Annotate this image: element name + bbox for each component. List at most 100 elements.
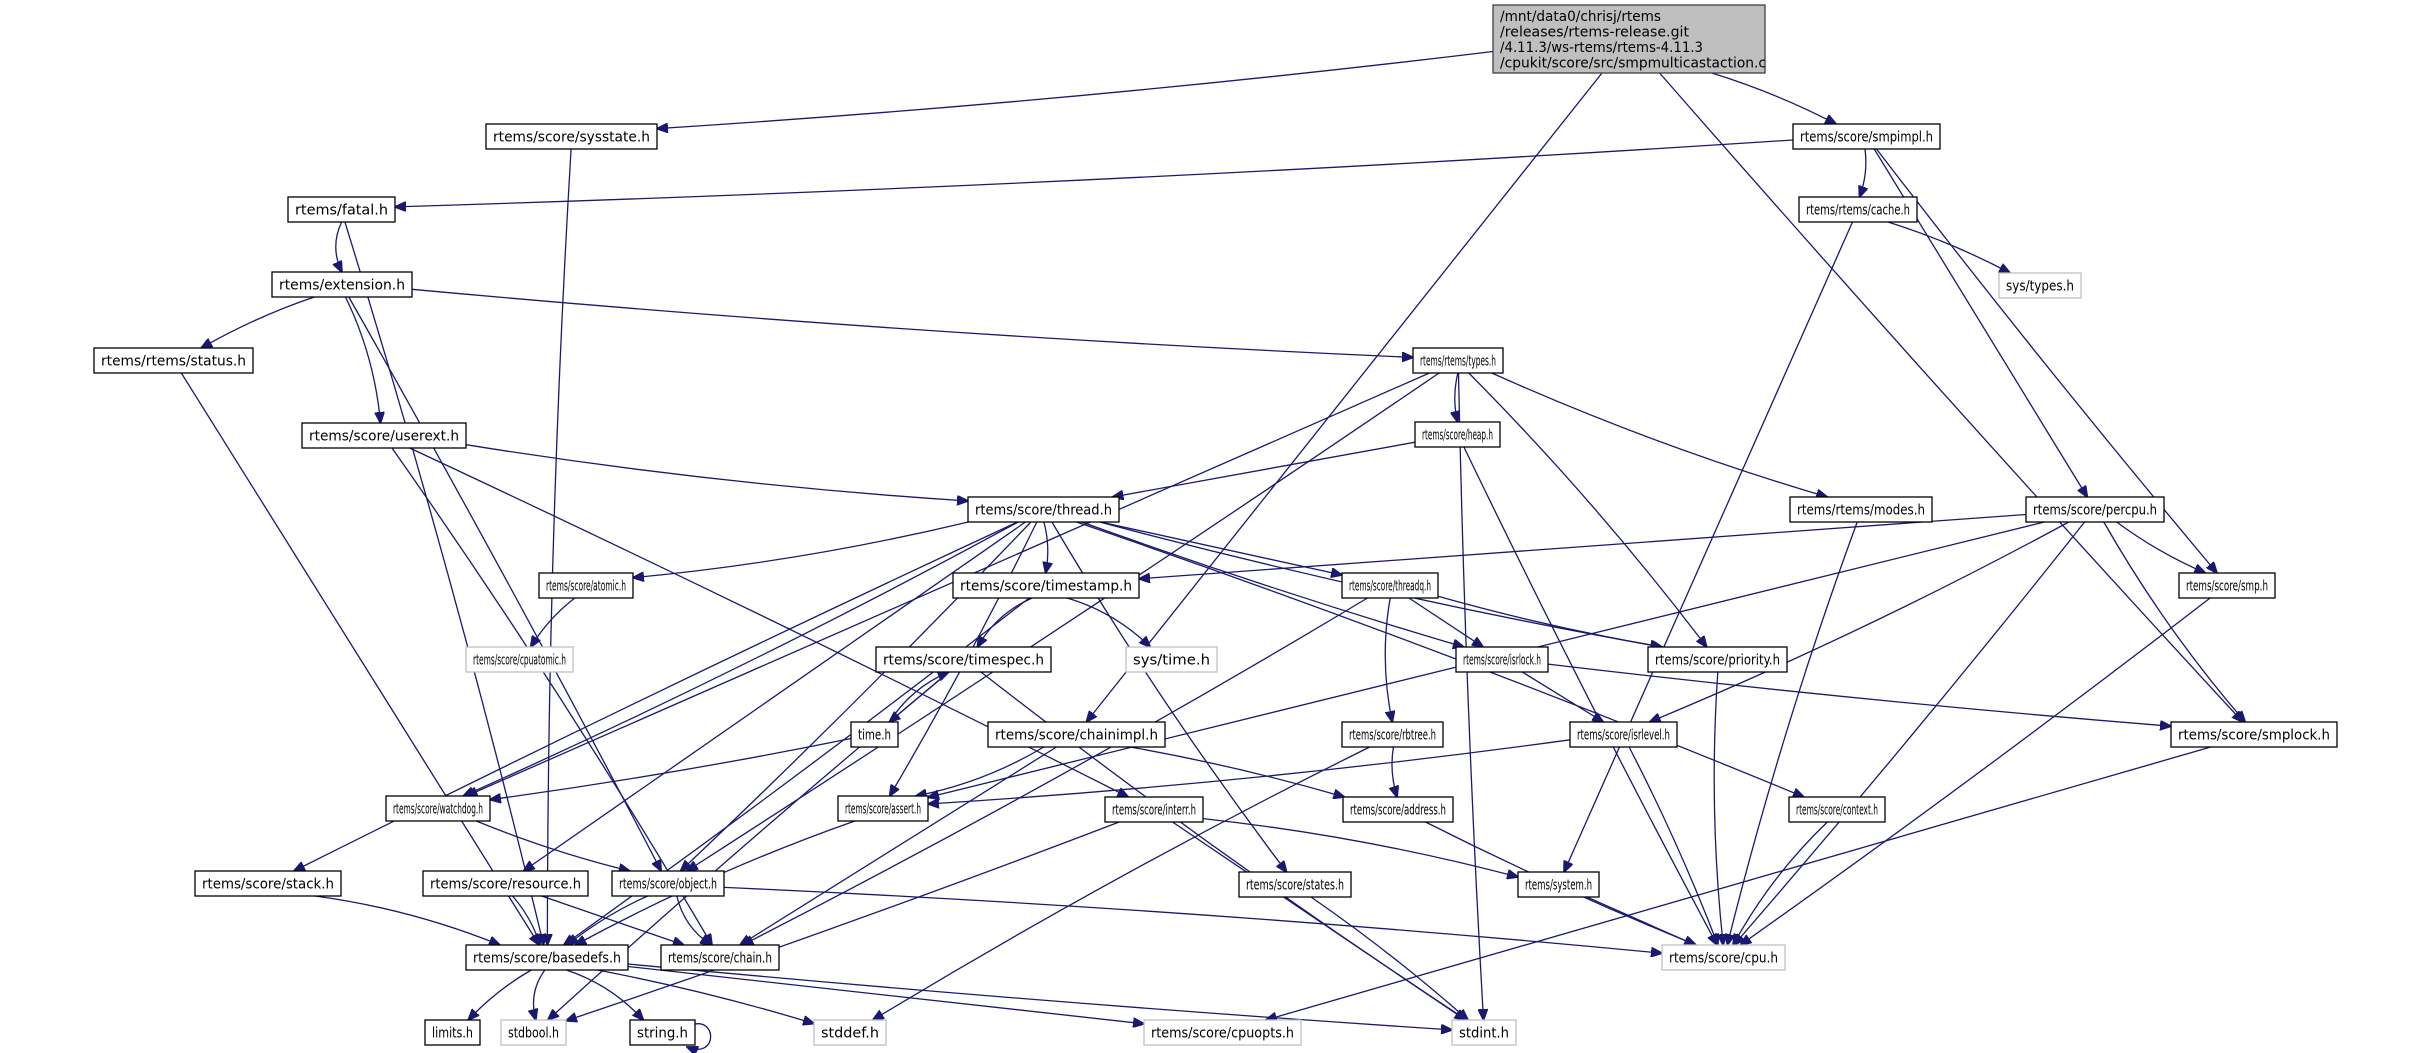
node-box[interactable] [287,196,396,223]
node-box[interactable] [1125,646,1218,673]
node-threadq[interactable]: rtems/score/threadq.h [1341,572,1439,599]
node-box[interactable] [301,422,467,449]
node-box[interactable] [967,496,1120,523]
node-types[interactable]: rtems/rtems/types.h [1412,347,1504,374]
node-box[interactable] [1792,123,1941,150]
node-box[interactable] [660,944,780,971]
node-priority[interactable]: rtems/score/priority.h [1647,646,1788,673]
node-box[interactable] [1517,871,1600,898]
node-timestamp[interactable]: rtems/score/timestamp.h [952,572,1140,599]
node-context[interactable]: rtems/score/context.h [1788,796,1886,823]
node-smp[interactable]: rtems/score/smp.h [2178,572,2276,599]
node-box[interactable] [952,572,1140,599]
node-isrlock[interactable]: rtems/score/isrlock.h [1455,646,1549,673]
node-percpu[interactable]: rtems/score/percpu.h [2025,496,2165,523]
node-box[interactable] [1788,796,1886,823]
node-timespec[interactable]: rtems/score/timespec.h [875,646,1052,673]
node-box[interactable] [422,870,589,897]
node-object[interactable]: rtems/score/object.h [611,870,725,897]
node-box[interactable] [465,944,629,971]
node-box[interactable] [1342,796,1454,823]
node-cpuopts[interactable]: rtems/score/cpuopts.h [1143,1019,1302,1046]
node-box[interactable] [538,572,634,599]
node-box[interactable] [813,1019,887,1046]
node-timeh[interactable]: time.h [850,721,899,748]
node-box[interactable] [837,795,929,822]
node-box[interactable] [629,1019,696,1046]
node-smplock[interactable]: rtems/score/smplock.h [2170,721,2338,748]
node-modes[interactable]: rtems/rtems/modes.h [1789,496,1933,523]
node-box[interactable] [611,870,725,897]
node-cache[interactable]: rtems/rtems/cache.h [1798,196,1918,223]
node-stack[interactable]: rtems/score/stack.h [194,870,342,897]
node-box[interactable] [1647,646,1788,673]
node-interr[interactable]: rtems/score/interr.h [1104,796,1204,823]
node-cpuatomic[interactable]: rtems/score/cpuatomic.h [465,646,574,673]
node-label: rtems/score/chain.h [668,951,772,967]
node-box[interactable] [385,795,491,822]
node-status[interactable]: rtems/rtems/status.h [93,347,254,374]
node-states[interactable]: rtems/score/states.h [1238,871,1352,898]
node-stdint[interactable]: stdint.h [1451,1019,1517,1046]
node-box[interactable] [465,646,574,673]
node-thread[interactable]: rtems/score/thread.h [967,496,1120,523]
node-box[interactable] [2025,496,2165,523]
node-stdbool[interactable]: stdbool.h [500,1019,567,1046]
node-box[interactable] [1143,1019,1302,1046]
node-label: rtems/rtems/types.h [1420,354,1496,370]
node-box[interactable] [1341,721,1444,748]
node-userext[interactable]: rtems/score/userext.h [301,422,467,449]
node-box[interactable] [1798,196,1918,223]
node-box[interactable] [2170,721,2338,748]
node-box[interactable] [875,646,1052,673]
node-fatal[interactable]: rtems/fatal.h [287,196,396,223]
node-box[interactable] [2178,572,2276,599]
node-box[interactable] [1998,272,2082,299]
node-atomic[interactable]: rtems/score/atomic.h [538,572,634,599]
node-box[interactable] [93,347,254,374]
edge-resource-to-chain [541,895,684,945]
node-smpimpl[interactable]: rtems/score/smpimpl.h [1792,123,1941,150]
node-chain[interactable]: rtems/score/chain.h [660,944,780,971]
node-rbtree[interactable]: rtems/score/rbtree.h [1341,721,1444,748]
node-label: rtems/score/address.h [1350,803,1446,819]
node-box[interactable] [987,721,1166,748]
node-systime[interactable]: sys/time.h [1125,646,1218,673]
node-box[interactable] [424,1019,481,1046]
node-box[interactable] [1569,721,1678,748]
node-box[interactable] [1455,646,1549,673]
node-box[interactable] [1789,496,1933,523]
node-box[interactable] [1414,421,1501,448]
node-box[interactable] [1451,1019,1517,1046]
node-box[interactable] [271,271,413,298]
node-label: rtems/score/userext.h [309,429,459,445]
edge-threadq-to-rbtree [1384,597,1392,722]
node-sysstate[interactable]: rtems/score/sysstate.h [485,123,658,150]
node-basedefs[interactable]: rtems/score/basedefs.h [465,944,629,971]
node-box[interactable] [1238,871,1352,898]
node-box[interactable] [850,721,899,748]
node-box[interactable] [194,870,342,897]
node-string[interactable]: string.h [629,1019,696,1046]
node-system[interactable]: rtems/system.h [1517,871,1600,898]
node-heap[interactable]: rtems/score/heap.h [1414,421,1501,448]
node-extension[interactable]: rtems/extension.h [271,271,413,298]
node-box[interactable] [1412,347,1504,374]
node-box[interactable] [1341,572,1439,599]
node-isrlevel[interactable]: rtems/score/isrlevel.h [1569,721,1678,748]
node-assert[interactable]: rtems/score/assert.h [837,795,929,822]
node-chainimpl[interactable]: rtems/score/chainimpl.h [987,721,1166,748]
node-cpu[interactable]: rtems/score/cpu.h [1661,944,1786,971]
node-resource[interactable]: rtems/score/resource.h [422,870,589,897]
node-box[interactable] [1104,796,1204,823]
node-systypes[interactable]: sys/types.h [1998,272,2082,299]
node-watchdog[interactable]: rtems/score/watchdog.h [385,795,491,822]
node-label: rtems/score/smpimpl.h [1800,130,1933,146]
node-box[interactable] [485,123,658,150]
node-limits[interactable]: limits.h [424,1019,481,1046]
node-stddef[interactable]: stddef.h [813,1019,887,1046]
node-address[interactable]: rtems/score/address.h [1342,796,1454,823]
node-box[interactable] [500,1019,567,1046]
edge-basedefs-to-cpuopts [627,965,1144,1024]
node-box[interactable] [1661,944,1786,971]
